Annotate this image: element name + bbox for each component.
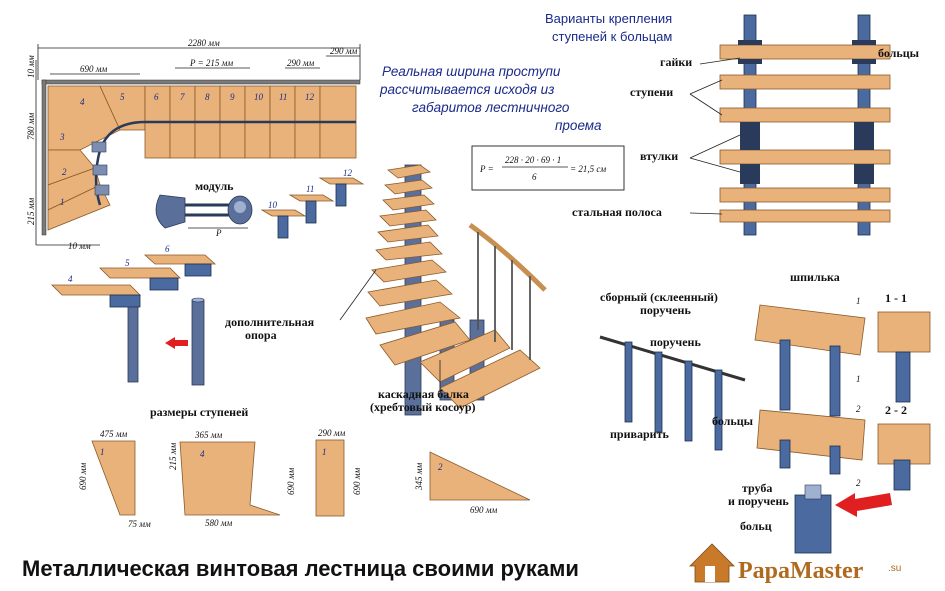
- svg-text:1: 1: [100, 447, 105, 457]
- papamaster-logo: PapaMaster .su: [689, 543, 901, 584]
- dim-10-top: 10 мм: [26, 55, 36, 78]
- svg-text:11: 11: [306, 184, 314, 194]
- svg-text:6: 6: [154, 92, 159, 102]
- mark-1a: 1: [856, 296, 861, 306]
- dim-780: 780 мм: [26, 113, 36, 140]
- svg-text:10: 10: [254, 92, 264, 102]
- label-boltsy2: больцы: [712, 414, 754, 428]
- s4-bottom: 690 мм: [470, 505, 497, 515]
- module-detail: модуль P: [155, 179, 253, 238]
- note-block: Реальная ширина проступи рассчитывается …: [379, 64, 602, 133]
- label-cascade-2: (хребтовый косоур): [370, 400, 476, 414]
- step-sizes: размеры ступеней 1 475 мм 690 мм 75 мм 4…: [78, 405, 531, 529]
- dim-290-top: 290 мм: [330, 46, 357, 56]
- page-title: Металлическая винтовая лестница своими р…: [22, 556, 579, 581]
- s2-top: 365 мм: [194, 430, 222, 440]
- svg-text:11: 11: [279, 92, 287, 102]
- house-icon: [689, 543, 735, 583]
- svg-text:4: 4: [200, 449, 205, 459]
- label-extra-support-1: дополнительная: [225, 315, 315, 329]
- label-extra-support-2: опора: [245, 328, 277, 342]
- svg-text:6: 6: [165, 244, 170, 254]
- label-modul: модуль: [195, 179, 234, 193]
- svg-text:7: 7: [180, 92, 185, 102]
- dim-290-right: 290 мм: [287, 58, 314, 68]
- svg-text:12: 12: [305, 92, 315, 102]
- s3-top: 290 мм: [318, 428, 345, 438]
- note-line-1: Реальная ширина проступи: [382, 64, 561, 79]
- label-cascade-1: каскадная балка: [378, 387, 469, 401]
- label-bolts-single: больц: [740, 519, 772, 533]
- red-arrow-left: [165, 337, 188, 349]
- label-pipe-2: и поручень: [728, 494, 789, 508]
- label-step-sizes: размеры ступеней: [150, 405, 248, 419]
- dim-total: 2280 мм: [188, 38, 220, 48]
- section-2: 2 - 2: [885, 403, 907, 417]
- svg-text:5: 5: [120, 92, 125, 102]
- s2-right: 690 мм: [286, 468, 296, 495]
- label-stupeni: ступени: [630, 85, 673, 99]
- label-assembled-1: сборный (склеенный): [600, 290, 718, 304]
- label-assembled-2: поручень: [640, 303, 691, 317]
- note-line-4: проема: [555, 118, 602, 133]
- top-right-title-1: Варианты крепления: [545, 11, 672, 26]
- svg-text:3: 3: [59, 132, 65, 142]
- dim-10-bottom: 10 мм: [68, 241, 91, 251]
- svg-text:2: 2: [62, 167, 67, 177]
- section-1: 1 - 1: [885, 291, 907, 305]
- top-right-title-2: ступеней к больцам: [552, 29, 672, 44]
- svg-text:1: 1: [322, 447, 327, 457]
- svg-text:4: 4: [80, 97, 85, 107]
- note-line-2: рассчитывается исходя из: [379, 82, 554, 97]
- svg-text:10: 10: [268, 200, 278, 210]
- dim-215: 215 мм: [26, 198, 36, 225]
- svg-text:2: 2: [438, 462, 443, 472]
- s2-left: 215 мм: [168, 443, 178, 470]
- formula-numerator: 228 · 20 · 69 · 1: [505, 155, 561, 165]
- s1-left: 690 мм: [78, 463, 88, 490]
- svg-text:5: 5: [125, 258, 130, 268]
- label-pipe-1: труба: [742, 481, 772, 495]
- label-shpilka: шпилька: [790, 270, 840, 284]
- handrail-details: сборный (склеенный) поручень шпилька 1 1…: [599, 270, 931, 554]
- s4-left: 345 мм: [414, 463, 424, 491]
- s2-bottom: 580 мм: [205, 518, 232, 528]
- svg-text:4: 4: [68, 274, 73, 284]
- formula-box: P = 228 · 20 · 69 · 1 6 = 21,5 см: [471, 145, 625, 191]
- formula-denominator: 6: [532, 172, 537, 182]
- s1-bottom: 75 мм: [128, 519, 151, 529]
- dim-p: P = 215 мм: [189, 58, 233, 68]
- red-arrow-pipe: [835, 493, 892, 517]
- label-vtulki: втулки: [640, 149, 678, 163]
- steps-4-6: 4 5 6 дополнительная опора: [51, 244, 315, 386]
- plan-step-numbers: 1 2 3 4 5 6 7 8 9 10 11 12: [59, 92, 315, 207]
- mark-2a: 2: [856, 404, 861, 414]
- formula-result: = 21,5 см: [570, 164, 606, 174]
- s1-top: 475 мм: [100, 429, 127, 439]
- label-boltsy: больцы: [878, 46, 920, 60]
- label-privarit: приварить: [610, 427, 669, 441]
- fastening-variants: Варианты крепления ступеней к больцам: [545, 11, 920, 236]
- logo-suffix: .su: [888, 563, 901, 574]
- note-line-3: габаритов лестничного: [412, 100, 570, 115]
- svg-text:8: 8: [205, 92, 210, 102]
- svg-text:12: 12: [343, 168, 353, 178]
- plan-view: 2280 мм 290 мм 690 мм P = 215 мм 290 мм …: [26, 38, 361, 251]
- label-gaiki: гайки: [660, 55, 692, 69]
- mark-2b: 2: [856, 478, 861, 488]
- formula-lhs: P =: [479, 164, 494, 174]
- label-p: P: [215, 228, 222, 238]
- s3-right: 690 мм: [352, 468, 362, 495]
- svg-text:9: 9: [230, 92, 235, 102]
- mark-1b: 1: [856, 374, 861, 384]
- logo-text: PapaMaster: [738, 558, 864, 584]
- steps-10-12: 10 11 12: [260, 168, 365, 239]
- svg-text:1: 1: [60, 197, 65, 207]
- label-poruchen: поручень: [650, 335, 701, 349]
- dim-690: 690 мм: [80, 64, 107, 74]
- spiral-staircase: каскадная балка (хребтовый косоур): [339, 164, 547, 416]
- label-steel-strip: стальная полоса: [572, 205, 662, 219]
